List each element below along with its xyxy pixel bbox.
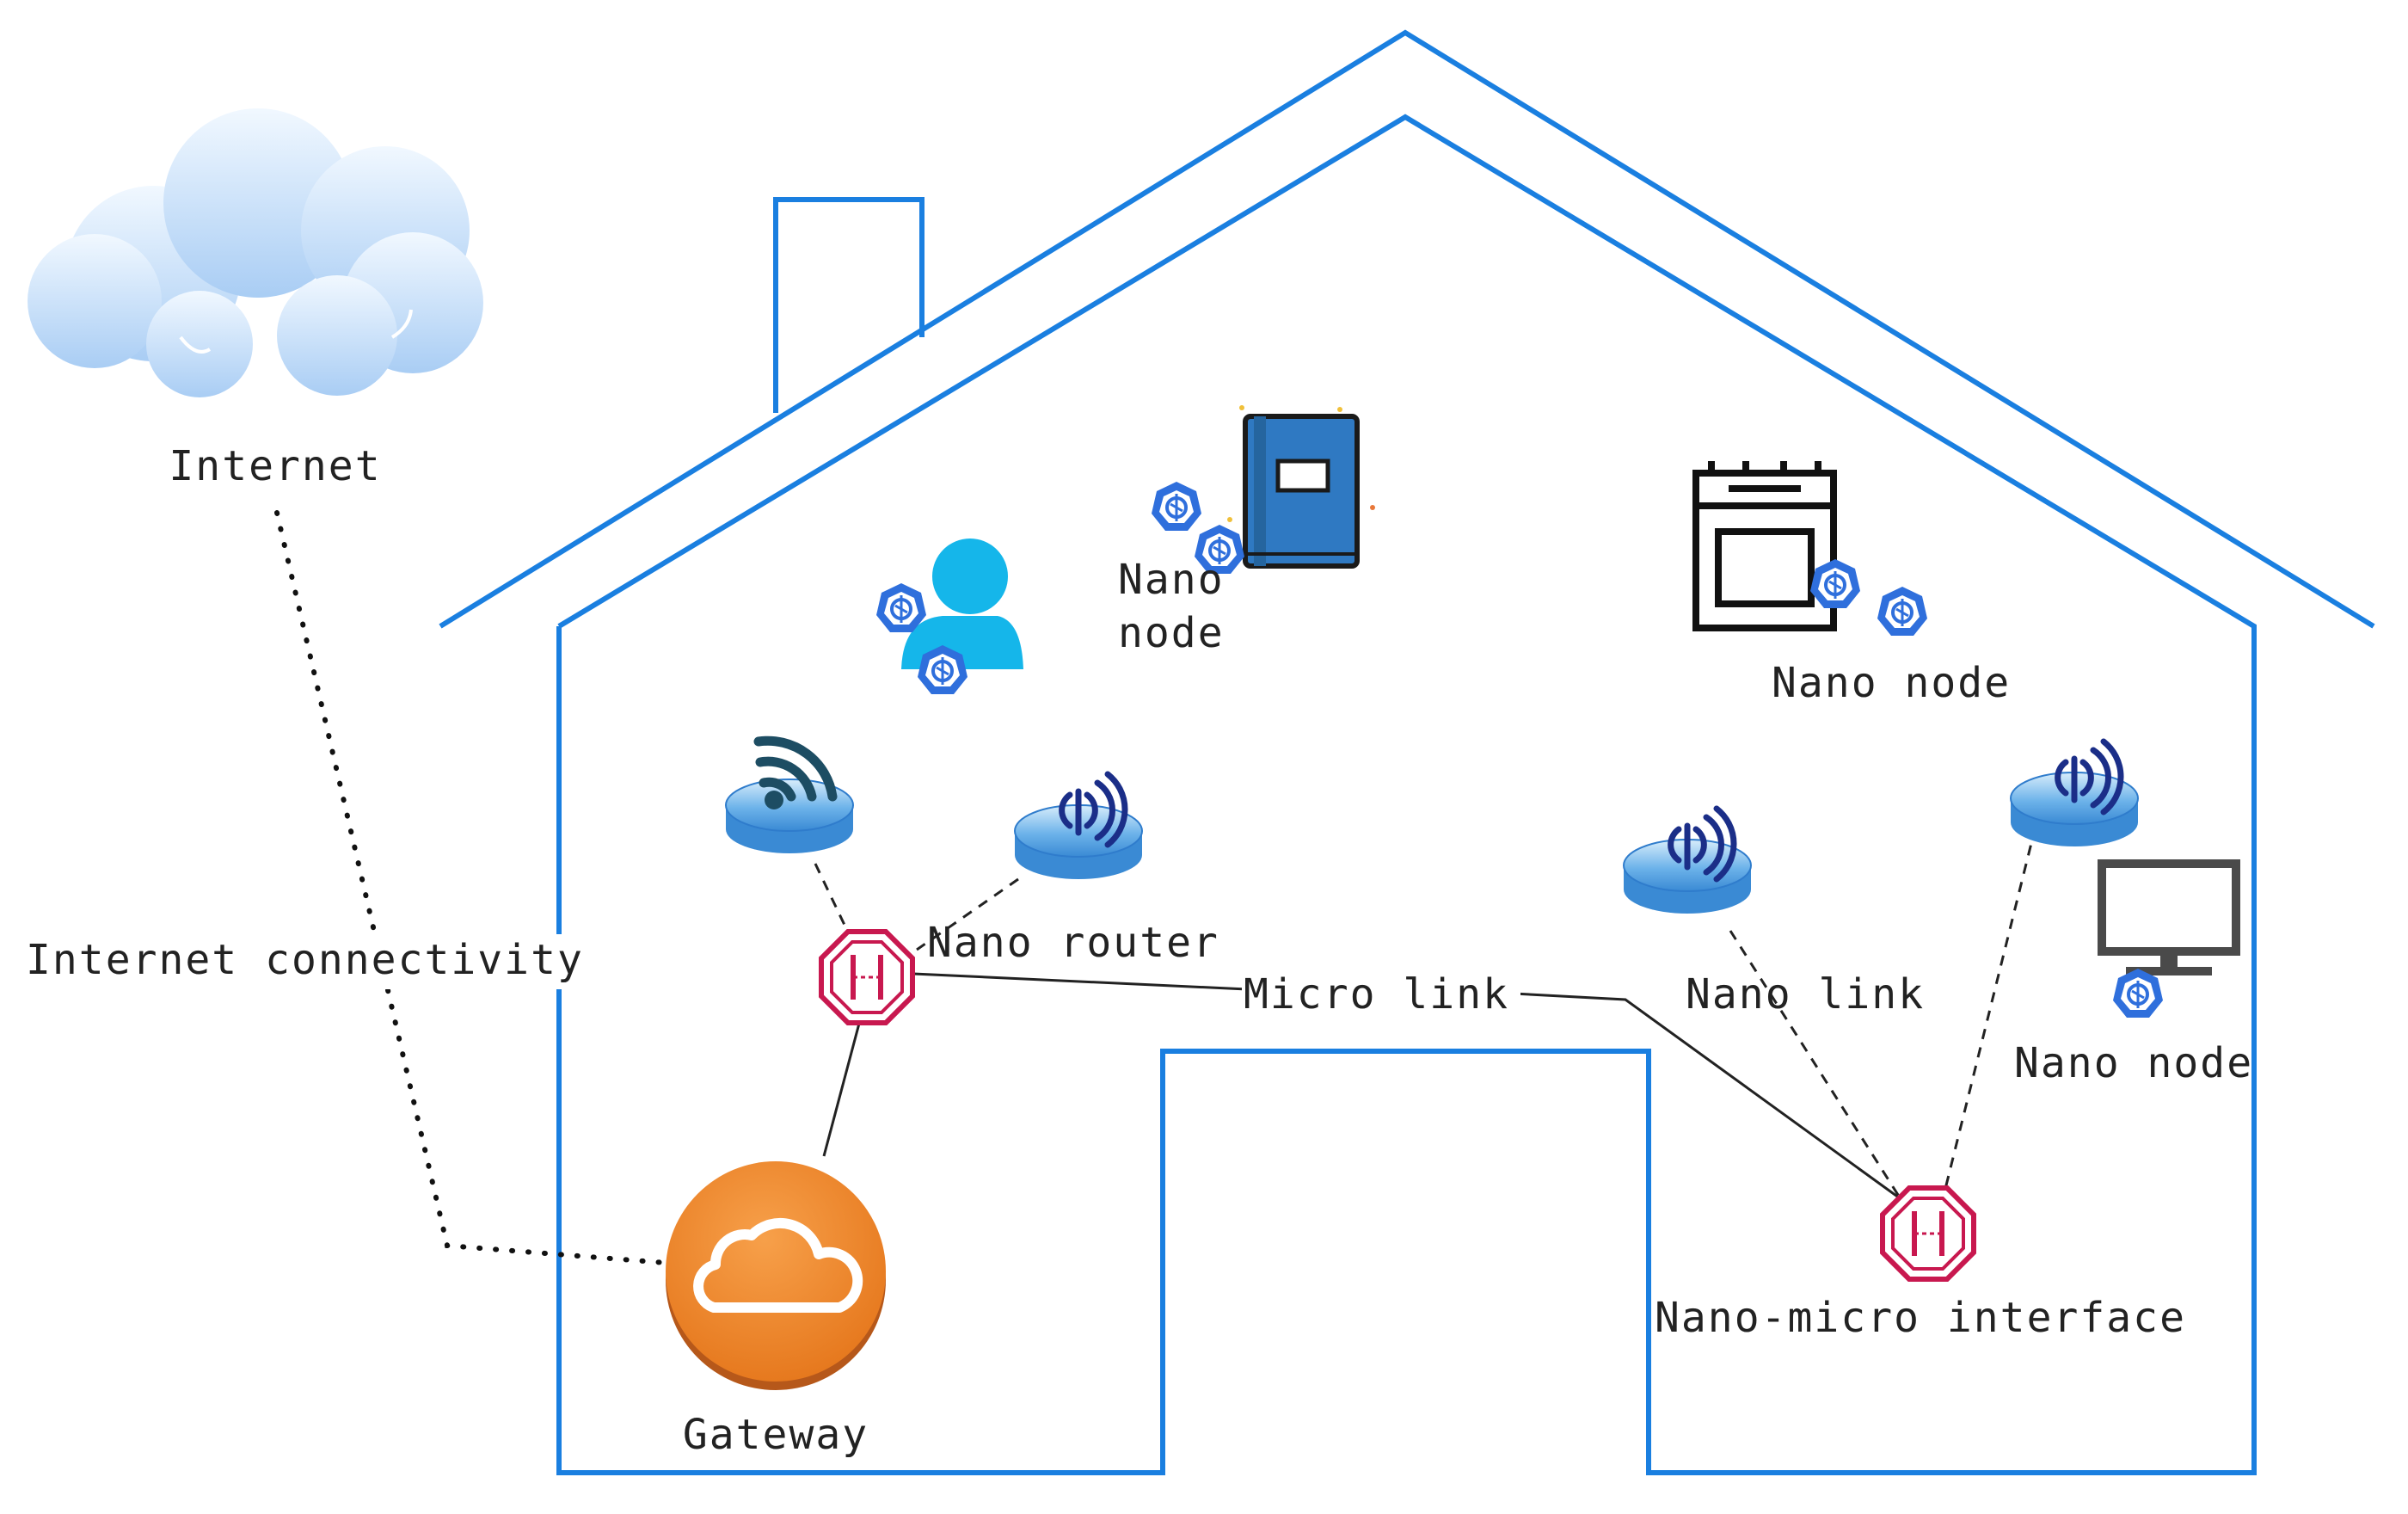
nano-node-badge-icon-oven-2: [1876, 585, 1929, 637]
internet-connectivity-line: [274, 510, 668, 1265]
wireless-router-icon-3: [2010, 738, 2139, 847]
wireless-router-icon-1: [1014, 771, 1143, 880]
nano-node-badge-icon-book-1: [1150, 480, 1203, 532]
nano-micro-interface-icon-right: [1883, 1188, 1974, 1279]
internet-connectivity-label: Internet connectivity: [26, 936, 584, 984]
nano-link-label: Nano link: [1686, 970, 1925, 1019]
nano-links-left: [814, 863, 1019, 951]
internet-connectivity-label-bg: [21, 934, 602, 989]
inner-house-wall: [556, 114, 2257, 1475]
internet-cloud-icon: [28, 108, 483, 397]
nano-node-badge-icon-oven-1: [1809, 557, 1862, 610]
nano-router-label: Nano router: [927, 919, 1219, 967]
gateway-label: Gateway: [683, 1411, 869, 1459]
wifi-router-icon: [725, 735, 854, 854]
nano-micro-interface-icon-left: [821, 932, 912, 1023]
nano-node-badge-icon-monitor: [2111, 967, 2165, 1019]
wireless-router-icon-2: [1623, 805, 1752, 914]
outer-roof-line: [439, 29, 2375, 629]
nano-node-label-tv: Nano node: [2014, 1039, 2253, 1087]
nano-links-right: [1729, 808, 2042, 1205]
house-outline: [439, 29, 2375, 1475]
gateway-cloud-icon: [666, 1161, 886, 1390]
micro-link-label: Micro link: [1244, 970, 1509, 1019]
nano-node-label-oven: Nano node: [1772, 659, 2011, 707]
monitor-icon: [2098, 859, 2240, 975]
book-icon: [1227, 405, 1375, 569]
internet-label: Internet: [169, 442, 381, 490]
nano-node-label-book-line1: Nano: [1118, 556, 1225, 604]
gateway-interface-link: [822, 1019, 862, 1157]
chimney: [773, 197, 924, 413]
nano-micro-interface-label: Nano-micro interface: [1655, 1294, 2186, 1342]
micro-link-label-bg: [1242, 970, 1520, 1024]
nano-node-label-book-line2: node: [1118, 609, 1225, 657]
oven-icon: [1692, 461, 1837, 631]
